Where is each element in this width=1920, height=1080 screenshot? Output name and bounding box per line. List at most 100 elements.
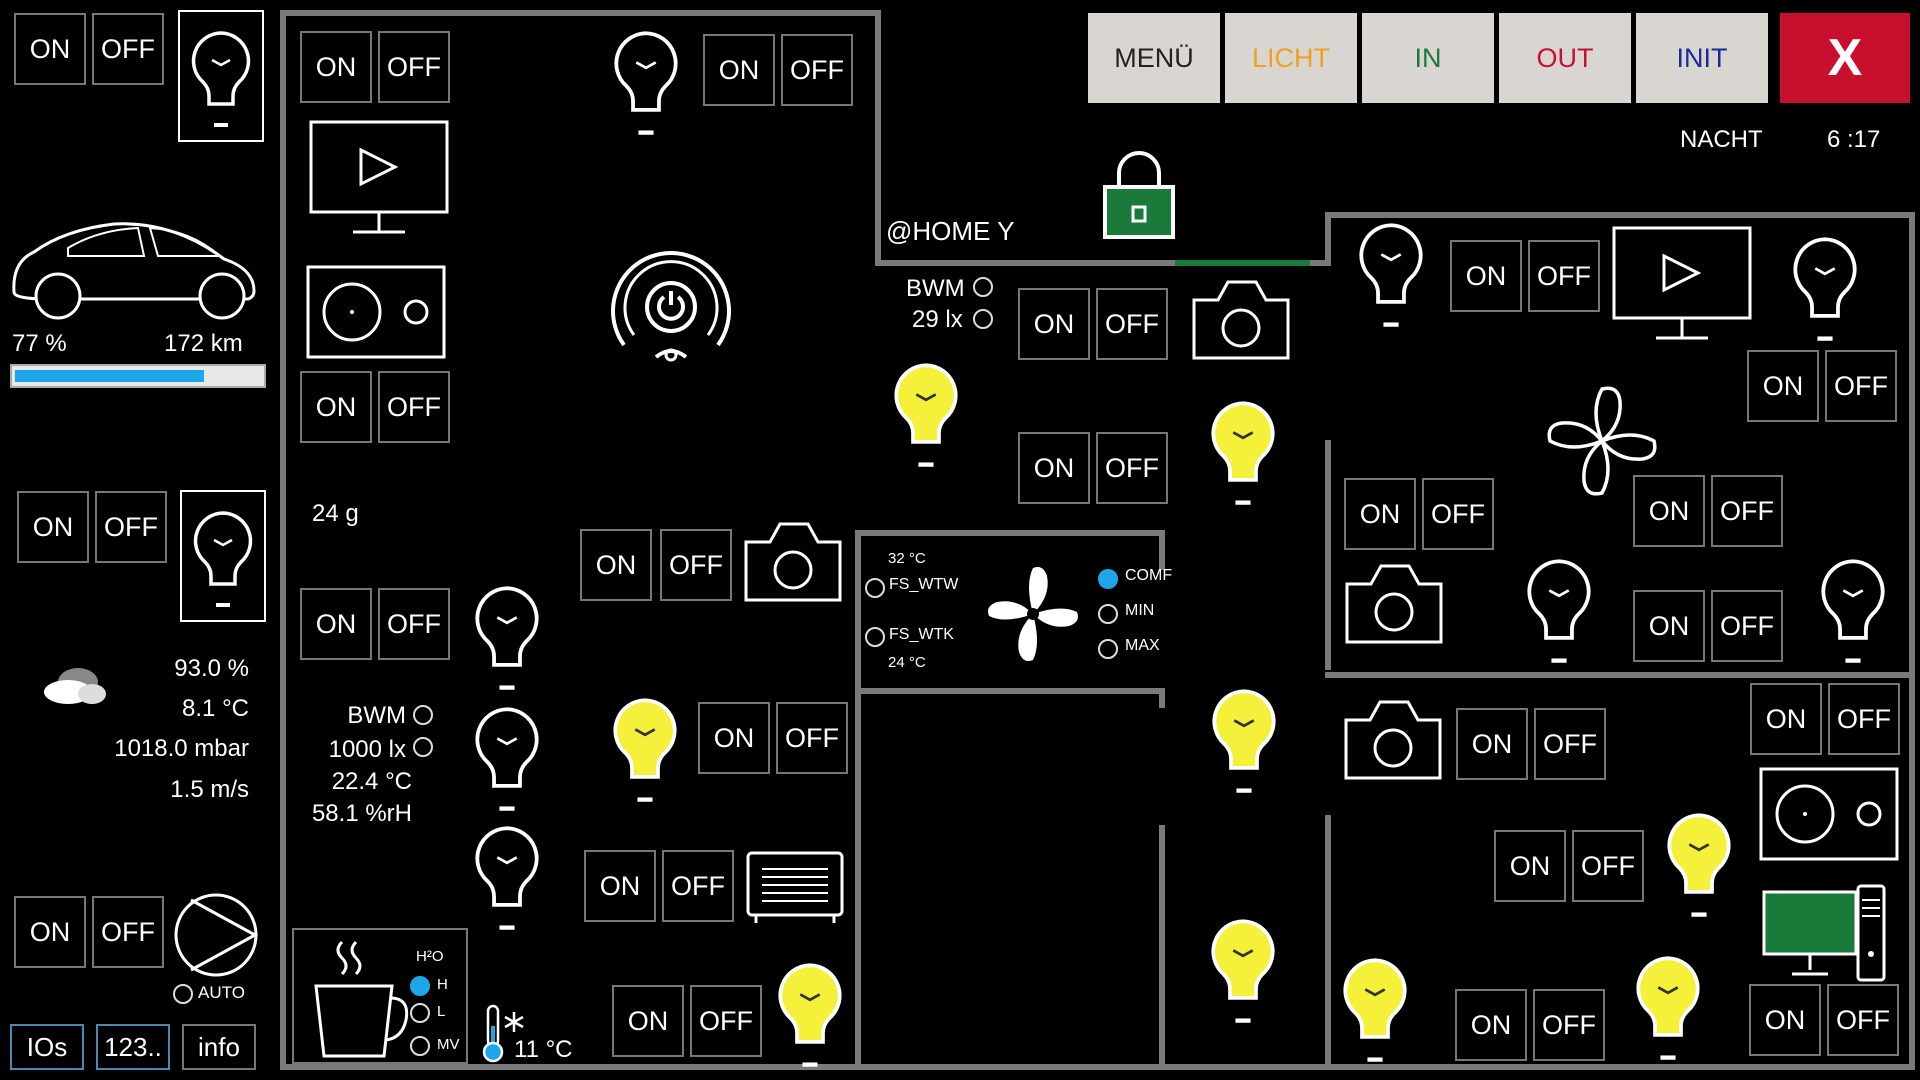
radiator-icon[interactable]	[746, 851, 844, 923]
lightbulb-on-icon[interactable]	[1664, 812, 1734, 920]
wall	[1159, 688, 1165, 708]
init-button[interactable]: INIT	[1636, 13, 1768, 103]
on-button[interactable]: ON	[1450, 240, 1522, 312]
fan-icon[interactable]	[980, 562, 1086, 666]
max-radio[interactable]	[1098, 639, 1118, 659]
off-button[interactable]: OFF	[1422, 478, 1494, 550]
numbers-tab[interactable]: 123..	[96, 1024, 170, 1070]
lightbulb-on-icon[interactable]	[1208, 918, 1278, 1026]
on-button[interactable]: ON	[1750, 683, 1822, 755]
off-button[interactable]: OFF	[1711, 475, 1783, 547]
camera-icon[interactable]	[1190, 278, 1292, 362]
ios-tab[interactable]: IOs	[10, 1024, 84, 1070]
in-button[interactable]: IN	[1362, 13, 1494, 103]
off-button[interactable]: OFF	[92, 13, 164, 85]
lightbulb-on-icon[interactable]	[1208, 400, 1278, 508]
speaker-icon[interactable]	[306, 265, 446, 359]
on-button[interactable]: ON	[1344, 478, 1416, 550]
on-button[interactable]: ON	[1455, 989, 1527, 1061]
close-button[interactable]: X	[1780, 13, 1910, 103]
lightbulb-icon[interactable]	[1818, 558, 1888, 666]
off-button[interactable]: OFF	[378, 371, 450, 443]
info-tab[interactable]: info	[182, 1024, 256, 1070]
off-button[interactable]: OFF	[1825, 350, 1897, 422]
weather-humidity: 93.0 %	[174, 655, 249, 682]
on-button[interactable]: ON	[300, 588, 372, 660]
comf-radio[interactable]	[1098, 569, 1118, 589]
on-button[interactable]: ON	[703, 34, 775, 106]
on-button[interactable]: ON	[1018, 432, 1090, 504]
tv-icon[interactable]	[1612, 226, 1752, 344]
off-button[interactable]: OFF	[378, 588, 450, 660]
off-button[interactable]: OFF	[378, 31, 450, 103]
coffee-l-radio[interactable]	[410, 1003, 430, 1023]
off-button[interactable]: OFF	[1827, 984, 1899, 1056]
menu-button[interactable]: MENÜ	[1088, 13, 1220, 103]
on-button[interactable]: ON	[1747, 350, 1819, 422]
off-button[interactable]: OFF	[1572, 830, 1644, 902]
camera-icon[interactable]	[1343, 562, 1445, 646]
on-button[interactable]: ON	[1456, 708, 1528, 780]
off-button[interactable]: OFF	[1533, 989, 1605, 1061]
lightbulb-icon[interactable]	[472, 706, 542, 814]
coffee-machine-panel[interactable]	[292, 928, 468, 1064]
coffee-h-radio[interactable]	[410, 976, 430, 996]
on-button[interactable]: ON	[1749, 984, 1821, 1056]
on-button[interactable]: ON	[1494, 830, 1566, 902]
wall	[280, 10, 286, 1070]
camera-icon[interactable]	[742, 520, 844, 604]
out-button[interactable]: OUT	[1499, 13, 1631, 103]
lightbulb-on-icon[interactable]	[610, 697, 680, 805]
on-button[interactable]: ON	[580, 529, 652, 601]
min-radio[interactable]	[1098, 604, 1118, 624]
off-button[interactable]: OFF	[660, 529, 732, 601]
lightbulb-icon[interactable]	[1356, 222, 1426, 330]
speaker-icon[interactable]	[1759, 767, 1899, 861]
off-button[interactable]: OFF	[1534, 708, 1606, 780]
coffee-mv-radio[interactable]	[410, 1036, 430, 1056]
lightbulb-icon[interactable]	[1790, 236, 1860, 344]
lightbulb-icon[interactable]	[472, 585, 542, 693]
on-button[interactable]: ON	[17, 491, 89, 563]
off-button[interactable]: OFF	[1828, 683, 1900, 755]
lightbulb-on-icon[interactable]	[1633, 955, 1703, 1063]
off-button[interactable]: OFF	[95, 491, 167, 563]
lightbulb-icon[interactable]	[1524, 558, 1594, 666]
lightbulb-icon[interactable]	[472, 825, 542, 933]
off-button[interactable]: OFF	[1528, 240, 1600, 312]
pump-icon[interactable]	[173, 892, 259, 978]
lightbulb-on-icon[interactable]	[775, 962, 845, 1070]
off-button[interactable]: OFF	[92, 896, 164, 968]
tv-icon[interactable]	[309, 120, 449, 238]
licht-button[interactable]: LICHT	[1225, 13, 1357, 103]
auto-radio[interactable]	[173, 984, 193, 1004]
off-button[interactable]: OFF	[690, 985, 762, 1057]
on-button[interactable]: ON	[1633, 590, 1705, 662]
off-button[interactable]: OFF	[781, 34, 853, 106]
lightbulb-on-icon[interactable]	[891, 362, 961, 470]
off-button[interactable]: OFF	[1096, 288, 1168, 360]
off-button[interactable]: OFF	[776, 702, 848, 774]
lamp-tile[interactable]	[178, 10, 264, 142]
off-button[interactable]: OFF	[662, 850, 734, 922]
lightbulb-on-icon[interactable]	[1209, 688, 1279, 796]
camera-icon[interactable]	[1342, 698, 1444, 782]
lock-icon[interactable]	[1103, 147, 1175, 239]
on-button[interactable]: ON	[300, 371, 372, 443]
on-button[interactable]: ON	[1633, 475, 1705, 547]
robot-vacuum-icon[interactable]	[606, 245, 736, 367]
on-button[interactable]: ON	[698, 702, 770, 774]
on-button[interactable]: ON	[612, 985, 684, 1057]
on-button[interactable]: ON	[584, 850, 656, 922]
lamp-tile[interactable]	[180, 490, 266, 622]
off-button[interactable]: OFF	[1096, 432, 1168, 504]
lightbulb-on-icon[interactable]	[1340, 957, 1410, 1065]
on-button[interactable]: ON	[14, 896, 86, 968]
on-button[interactable]: ON	[300, 31, 372, 103]
on-button[interactable]: ON	[14, 13, 86, 85]
on-button[interactable]: ON	[1018, 288, 1090, 360]
lightbulb-icon[interactable]	[611, 30, 681, 138]
fan-outline-icon[interactable]	[1543, 382, 1661, 500]
computer-icon[interactable]	[1762, 884, 1886, 982]
off-button[interactable]: OFF	[1711, 590, 1783, 662]
